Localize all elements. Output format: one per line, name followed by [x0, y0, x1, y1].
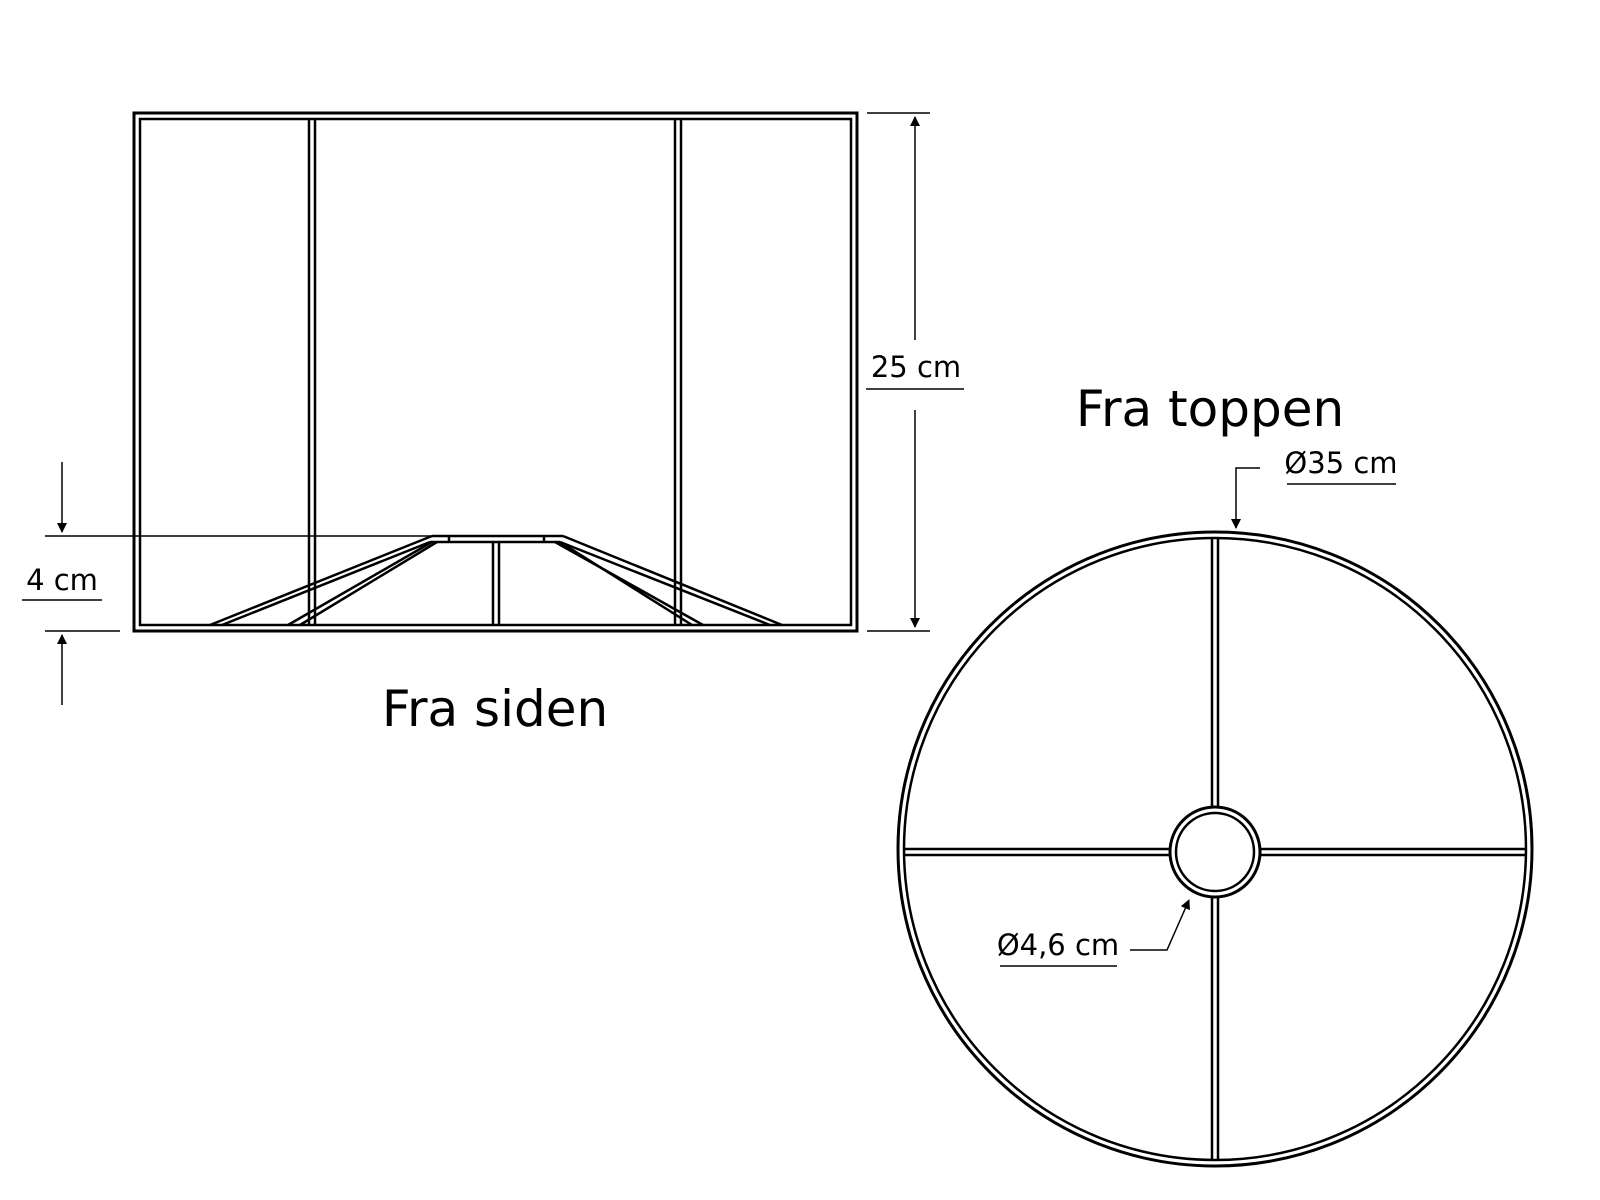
top-spokes — [904, 538, 1526, 1160]
top-view-title: Fra toppen — [1076, 380, 1344, 438]
top-outer-ring-outer — [896, 530, 1534, 1168]
side-view — [22, 111, 964, 705]
ring-drop-dimension — [22, 462, 432, 705]
outer-diameter-callout — [1231, 467, 1396, 529]
side-frame-outer — [132, 111, 859, 633]
inner-ring-diameter-callout — [1000, 899, 1190, 967]
inner-ring-diameter-label: Ø4,6 cm — [997, 928, 1119, 962]
ring-drop-label: 4 cm — [26, 563, 98, 597]
top-view — [896, 467, 1534, 1168]
outer-diameter-label: Ø35 cm — [1284, 446, 1397, 480]
side-view-title: Fra siden — [382, 680, 608, 738]
side-vertical-struts — [307, 119, 683, 625]
side-spider-arms — [209, 534, 783, 627]
height-label: 25 cm — [871, 350, 961, 384]
side-frame-inner — [138, 117, 853, 627]
side-inner-ring — [430, 534, 563, 625]
top-inner-ring-outer — [1168, 805, 1262, 899]
height-dimension — [866, 112, 964, 632]
top-inner-ring-inner — [1174, 811, 1256, 893]
